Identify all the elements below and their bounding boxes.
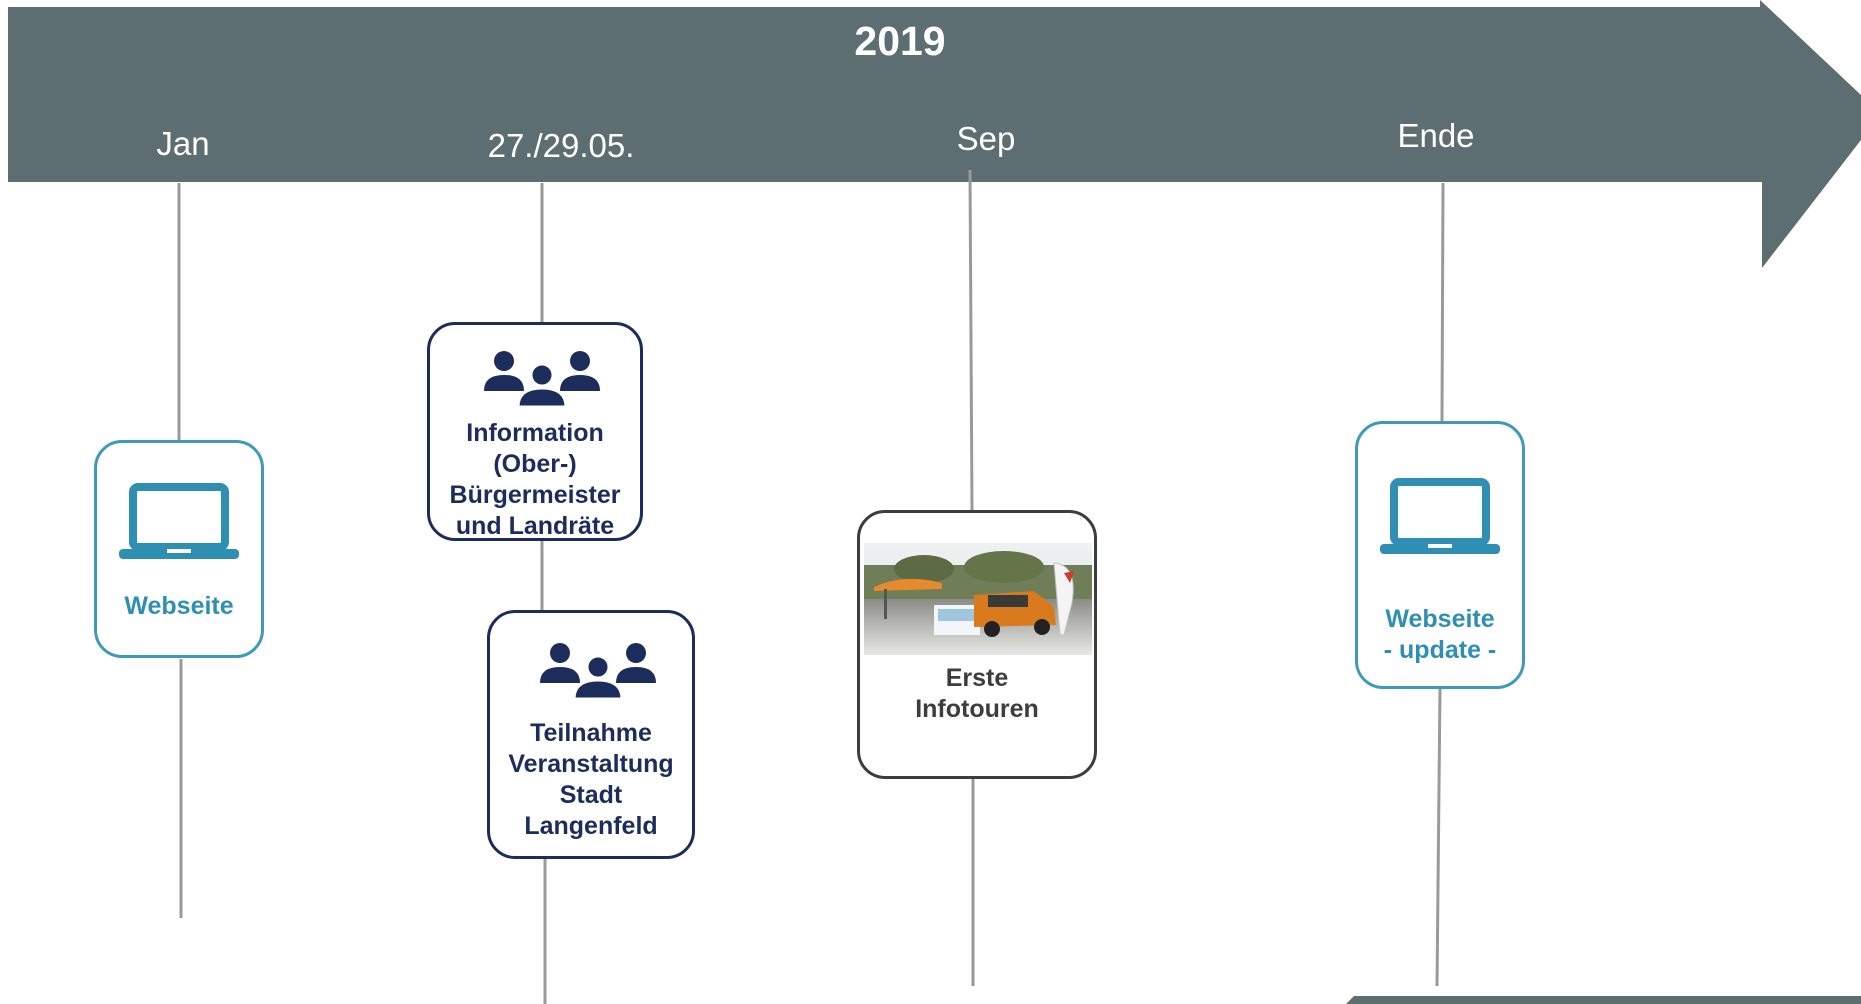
connector-lines <box>177 169 1445 1004</box>
card-info-buergermeister: Information (Ober-) Bürgermeister und La… <box>427 322 643 541</box>
connector-ende-lower <box>1435 687 1442 987</box>
milestone-sep: Sep <box>956 120 1016 157</box>
laptop-icon <box>119 483 239 559</box>
card-infotouren-label: Erste Infotouren <box>915 664 1039 723</box>
connector-sep <box>968 169 974 512</box>
milestone-ende: Ende <box>1397 117 1475 154</box>
people-group-icon <box>484 351 600 409</box>
connector-ende <box>1440 182 1445 423</box>
card-teilnahme: Teilnahme Veranstaltung Stadt Langenfeld <box>487 610 695 859</box>
people-group-icon <box>540 643 656 701</box>
card-webseite-label: Webseite <box>124 592 234 620</box>
card-info-label: Information (Ober-) Bürgermeister und La… <box>449 419 621 540</box>
card-webseite-update: Webseite - update - <box>1355 421 1525 689</box>
card-infotouren: Erste Infotouren <box>857 510 1097 779</box>
timeline-arrow <box>8 0 1861 268</box>
footer-bar <box>1346 996 1861 1004</box>
infotour-photo <box>864 543 1092 655</box>
milestone-may: 27./29.05. <box>487 127 635 164</box>
milestone-jan: Jan <box>156 125 210 162</box>
card-teilnahme-label: Teilnahme Veranstaltung Stadt Langenfeld <box>508 719 674 840</box>
year-label: 2019 <box>854 18 946 64</box>
card-webseite: Webseite <box>94 440 264 658</box>
laptop-icon <box>1380 478 1500 554</box>
card-webseite-update-label: Webseite - update - <box>1383 605 1497 664</box>
